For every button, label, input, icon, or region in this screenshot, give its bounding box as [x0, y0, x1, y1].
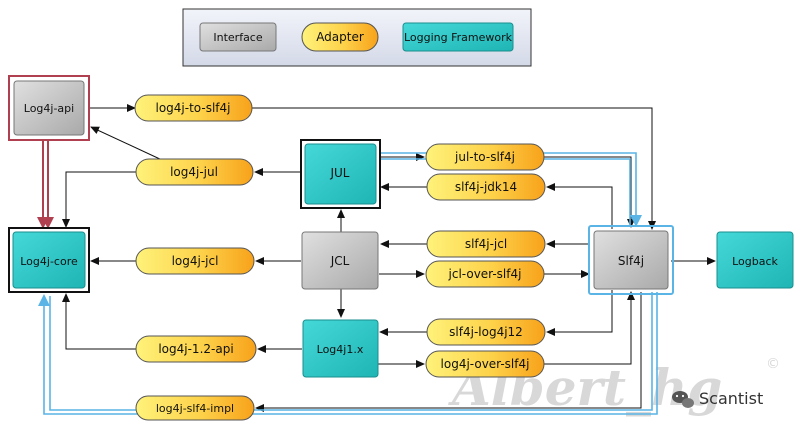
node-slf4j-box — [593, 230, 669, 290]
adapter-log4j-slf4-impl-label: log4j-slf4-impl — [156, 402, 234, 415]
node-slf4j-label: Slf4j — [618, 254, 644, 268]
adapter-log4j-slf4-impl: log4j-slf4-impl — [135, 395, 255, 421]
adapter-log4j-jul: log4j-jul — [135, 158, 254, 186]
node-log4j1x-label: Log4j1.x — [317, 343, 364, 356]
node-jcl: JCL — [301, 231, 379, 290]
legend-framework-swatch — [402, 22, 514, 52]
edge-log4j-to-slf4j-to-slf4j — [252, 107, 656, 230]
legend-adapter-label: Adapter — [316, 30, 364, 44]
edge-jul-to-slf4j-to-slf4j — [544, 156, 635, 228]
legend-interface-swatch — [199, 22, 277, 52]
adapter-log4j-jcl: log4j-jcl — [135, 247, 255, 275]
adapter-slf4j-jcl: slf4j-jcl — [426, 230, 546, 258]
node-log4j-api-label: Log4j-api — [24, 102, 74, 115]
node-log4j1x-box — [302, 319, 379, 378]
adapter-log4j-to-slf4j: log4j-to-slf4j — [134, 94, 253, 122]
node-jul-label: JUL — [329, 166, 349, 180]
adapter-jul-to-slf4j: jul-to-slf4j — [425, 143, 545, 171]
edge-log4j-12-api-to-core — [62, 293, 136, 350]
adapter-jul-to-slf4j-pill — [425, 143, 545, 171]
adapter-log4j-jul-pill — [135, 158, 254, 186]
node-logback-label: Logback — [732, 255, 778, 268]
node-slf4j: Slf4j — [593, 230, 669, 290]
edge-slf4j-to-slf4j-jdk14 — [546, 183, 613, 229]
adapter-log4j-12-api-label: log4j-1.2-api — [158, 342, 233, 356]
node-logback-box — [716, 231, 794, 289]
node-log4j-core: Log4j-core — [8, 227, 90, 293]
node-jul-box — [304, 143, 377, 205]
adapter-log4j-over-slf4j: log4j-over-slf4j — [425, 350, 545, 378]
blue-edge-slf4j-to-core-outer — [38, 292, 658, 415]
adapter-jcl-over-slf4j-pill — [425, 260, 545, 288]
connectors — [62, 104, 716, 412]
brand-name: Scantist — [699, 389, 763, 408]
adapter-slf4j-jcl-pill — [426, 230, 546, 258]
edge-slf4j-to-slf4j-log4j12 — [546, 290, 613, 336]
legend: Interface Adapter Logging Framework — [182, 8, 532, 67]
adapter-slf4j-jdk14-label: slf4j-jdk14 — [455, 180, 517, 194]
red-path — [37, 140, 54, 229]
node-log4j-api-frame — [8, 75, 90, 141]
adapter-log4j-jcl-pill — [135, 247, 255, 275]
adapter-log4j-over-slf4j-pill — [425, 350, 545, 378]
adapter-log4j-to-slf4j-pill — [134, 94, 253, 122]
node-log4j-api: Log4j-api — [8, 75, 90, 141]
node-logback: Logback — [716, 231, 794, 289]
node-log4j-api-box — [13, 80, 85, 136]
adapter-slf4j-jdk14-pill — [426, 173, 546, 201]
adapter-slf4j-jdk14: slf4j-jdk14 — [426, 173, 546, 201]
legend-interface-label: Interface — [213, 31, 262, 44]
adapter-slf4j-log4j12-pill — [426, 318, 546, 346]
node-jcl-box — [301, 231, 379, 290]
adapter-log4j-jcl-label: log4j-jcl — [172, 254, 219, 268]
node-jul: JUL — [300, 139, 381, 209]
edge-log4j-jul-to-core — [62, 171, 136, 228]
edge-slf4j-to-log4j-slf4-impl — [255, 292, 642, 412]
node-jcl-label: JCL — [330, 254, 350, 268]
slf4j-blue-frame — [588, 225, 674, 295]
node-log4j1x: Log4j1.x — [302, 319, 379, 378]
adapter-slf4j-jcl-label: slf4j-jcl — [465, 237, 507, 251]
adapter-log4j-12-api: log4j-1.2-api — [135, 335, 257, 363]
adapter-slf4j-log4j12: slf4j-log4j12 — [426, 318, 546, 346]
adapter-log4j-to-slf4j-label: log4j-to-slf4j — [156, 101, 231, 115]
adapter-jul-to-slf4j-label: jul-to-slf4j — [454, 150, 515, 164]
node-jul-frame — [300, 139, 381, 209]
node-log4j-core-box — [12, 231, 86, 289]
wechat-icon — [672, 391, 694, 408]
node-log4j-core-frame — [8, 227, 90, 293]
legend-adapter-swatch — [301, 22, 379, 52]
edge-log4j-jul-to-api — [90, 126, 163, 161]
adapter-jcl-over-slf4j-label: jcl-over-slf4j — [448, 267, 522, 281]
adapter-log4j-slf4-impl-pill — [135, 395, 255, 421]
edge-log4j-over-slf4j-to-slf4j — [544, 291, 635, 365]
watermark-mark: © — [766, 356, 780, 372]
adapter-slf4j-log4j12-label: slf4j-log4j12 — [449, 325, 523, 339]
blue-edge-slf4j-to-core-inner — [49, 292, 653, 411]
adapter-jcl-over-slf4j: jcl-over-slf4j — [425, 260, 545, 288]
brand: Scantist — [672, 389, 763, 408]
node-log4j-core-label: Log4j-core — [20, 255, 78, 268]
adapter-log4j-over-slf4j-label: log4j-over-slf4j — [441, 357, 530, 371]
adapter-log4j-jul-label: log4j-jul — [170, 165, 218, 179]
legend-framework-label: Logging Framework — [404, 31, 513, 44]
adapter-log4j-12-api-pill — [135, 335, 257, 363]
